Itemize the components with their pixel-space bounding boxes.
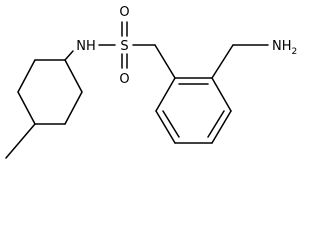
bond-benzene-inner-3 [162,110,180,138]
bond-ch2-benzene [154,44,176,79]
bond-methyl [5,123,36,159]
bond-benzene-inner-2 [207,110,225,138]
bond-benzene-3 [211,110,232,144]
oxygen-bottom-label: O [119,72,129,87]
oxygen-top-label: O [119,5,129,20]
bond-ring-2 [64,59,83,93]
sulfur-label: S [120,39,128,54]
nh2-label: NH2 [272,39,297,57]
bond-ring-3 [64,91,83,125]
nh2-subscript: 2 [292,47,298,57]
molecule-structure: NH S O O NH2 [5,5,297,159]
bond-benzene-2 [211,77,232,112]
bond-ring-5 [17,91,36,125]
nh2-label-main: NH [272,39,292,54]
bond-ring-6 [17,59,36,93]
bond-benzene-5 [155,110,176,144]
bond-benzene-ch2 [211,44,234,79]
bond-ring-nh [64,50,74,61]
bond-benzene-6 [155,77,176,112]
nh-label: NH [76,39,96,54]
